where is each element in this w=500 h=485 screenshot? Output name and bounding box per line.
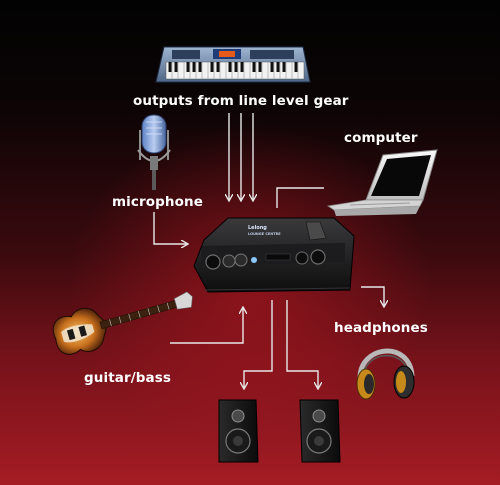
device-logo-brand: Lelong bbox=[248, 225, 267, 231]
label-guitar-bass: guitar/bass bbox=[84, 370, 171, 386]
headphones-icon bbox=[356, 348, 415, 400]
microphone-icon bbox=[137, 114, 171, 190]
line-from-guitar bbox=[170, 308, 243, 344]
line-to-headphones bbox=[361, 286, 384, 306]
studio-monitor-icon bbox=[218, 399, 341, 463]
device-logo-tagline: LOUNGE CENTRE bbox=[248, 232, 281, 236]
line-to-speaker-left bbox=[244, 300, 273, 388]
label-microphone: microphone bbox=[112, 194, 203, 210]
audio-interface-icon bbox=[193, 217, 355, 293]
connector-lines bbox=[153, 113, 384, 388]
keyboard-synth-icon bbox=[155, 46, 311, 83]
label-headphones: headphones bbox=[334, 320, 428, 336]
electric-guitar-icon bbox=[52, 291, 193, 355]
label-line-level-gear: outputs from line level gear bbox=[133, 93, 349, 109]
line-to-speaker-right bbox=[286, 300, 318, 388]
laptop-icon bbox=[326, 149, 438, 216]
label-computer: computer bbox=[344, 130, 418, 146]
line-from-microphone bbox=[153, 212, 187, 244]
line-to-computer bbox=[276, 187, 324, 208]
